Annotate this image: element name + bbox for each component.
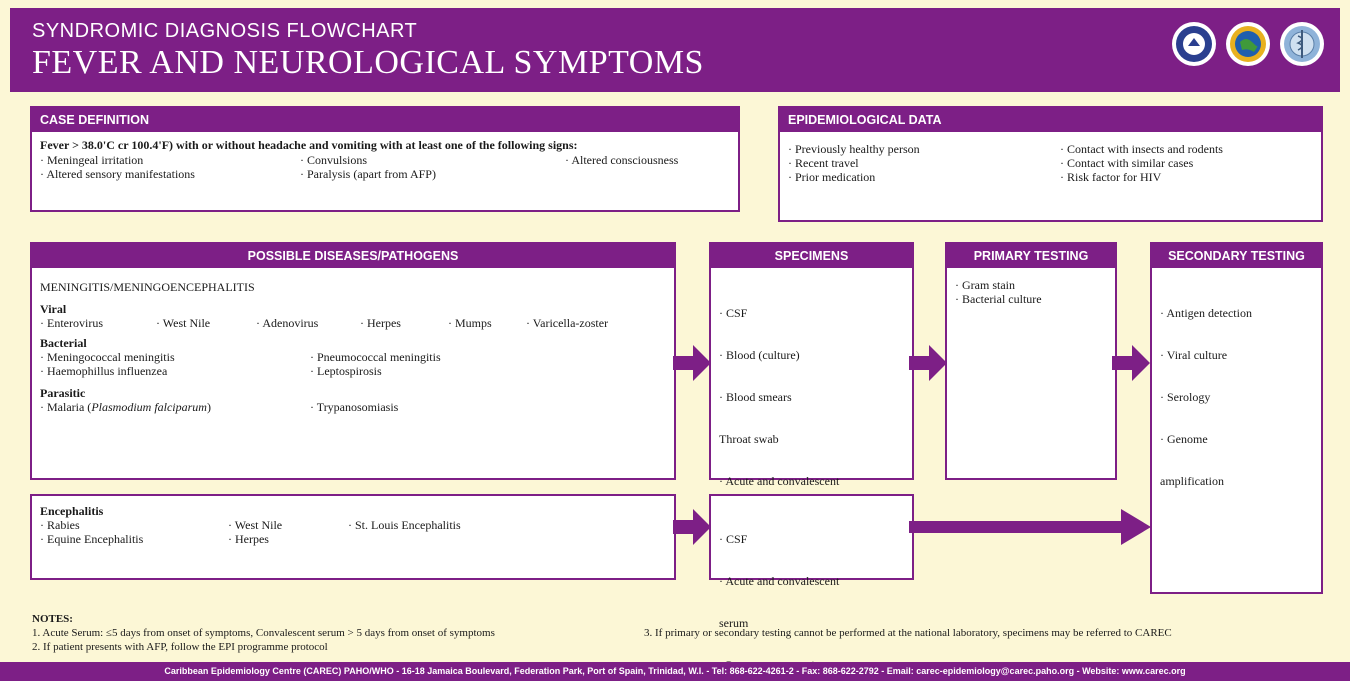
epi-item: · Contact with similar cases (1060, 156, 1194, 170)
encephalitis-box: Encephalitis · Rabies · Equine Encephali… (30, 494, 676, 580)
sign-item: · Convulsions (300, 153, 368, 167)
arrow-primary-to-secondary-icon (1112, 345, 1150, 381)
notes-section: NOTES: 1. Acute Serum: ≤5 days from onse… (32, 612, 1172, 654)
encephalitis-item: · Herpes (228, 532, 269, 546)
specimens-box: SPECIMENS · CSF · Blood (culture) · Bloo… (709, 242, 914, 530)
viral-item: · Herpes (360, 316, 401, 330)
epidemiological-data-heading: EPIDEMIOLOGICAL DATA (780, 108, 1321, 132)
primary-test-item: · Gram stain (955, 278, 1015, 292)
bacterial-item: · Meningococcal meningitis (40, 350, 175, 364)
possible-diseases-box: POSSIBLE DISEASES/PATHOGENS MENINGITIS/M… (30, 242, 676, 480)
parasitic-label: Parasitic (40, 386, 86, 400)
secondary-test-item: · Genome (1160, 432, 1208, 446)
secondary-test-item: · Viral culture (1160, 348, 1228, 362)
encephalitis-col2: · West Nile · Herpes (228, 518, 348, 546)
specimen-item: serum (719, 616, 749, 630)
sign-item: · Altered consciousness (565, 153, 679, 167)
bacterial-item: · Haemophillus influenzea (40, 364, 168, 378)
footer-contact: Caribbean Epidemiology Centre (CAREC) PA… (0, 662, 1350, 681)
specimen-item: · CSF (719, 306, 748, 320)
case-signs-col1: · Meningeal irritation · Altered sensory… (40, 153, 300, 181)
encephalitis-col3: · St. Louis Encephalitis (348, 518, 461, 546)
viral-item: · Varicella-zoster (526, 316, 609, 330)
bacterial-col1: · Meningococcal meningitis · Haemophillu… (40, 350, 310, 378)
meningitis-group-label: MENINGITIS/MENINGOENCEPHALITIS (40, 280, 255, 294)
note-item: 2. If patient presents with AFP, follow … (32, 641, 328, 653)
encephalitis-item: · West Nile (228, 518, 283, 532)
specimen-item: Throat swab (719, 432, 779, 446)
specimen-item: · Blood smears (719, 390, 792, 404)
bacterial-item: · Leptospirosis (310, 364, 382, 378)
sign-item: · Meningeal irritation (40, 153, 144, 167)
arrow-specimens-to-primary-icon (909, 345, 947, 381)
carec-logo-icon (1172, 22, 1216, 66)
epidemiological-data-box: EPIDEMIOLOGICAL DATA · Previously health… (778, 106, 1323, 222)
epi-item: · Contact with insects and rodents (1060, 142, 1223, 156)
paho-globe-icon (1226, 22, 1270, 66)
malaria-prefix: · Malaria ( (40, 400, 92, 414)
epi-item: · Recent travel (788, 156, 859, 170)
page-title: FEVER AND NEUROLOGICAL SYMPTOMS (32, 44, 704, 81)
secondary-test-item: · Serology (1160, 390, 1211, 404)
epi-item: · Previously healthy person (788, 142, 920, 156)
specimen-item: · Acute and convalescent (719, 574, 840, 588)
header-banner: SYNDROMIC DIAGNOSIS FLOWCHART FEVER AND … (10, 8, 1340, 92)
case-definition-lead: Fever > 38.0'C cr 100.4'F) with or witho… (40, 138, 578, 152)
epi-col2: · Contact with insects and rodents · Con… (1060, 142, 1223, 184)
case-definition-heading: CASE DEFINITION (32, 108, 738, 132)
who-emblem-icon (1280, 22, 1324, 66)
malaria-species: Plasmodium falciparum (91, 400, 207, 414)
specimen-item: · CSF (719, 532, 748, 546)
header-subtitle: SYNDROMIC DIAGNOSIS FLOWCHART (32, 20, 418, 42)
encephalitis-item: · Equine Encephalitis (40, 532, 144, 546)
possible-diseases-heading: POSSIBLE DISEASES/PATHOGENS (32, 244, 674, 268)
note-item: 3. If primary or secondary testing canno… (644, 627, 1172, 639)
case-signs-col2: · Convulsions · Paralysis (apart from AF… (300, 153, 565, 181)
trypanosomiasis-item: · Trypanosomiasis (310, 400, 399, 414)
sign-item: · Altered sensory manifestations (40, 167, 195, 181)
viral-item: · West Nile (156, 316, 211, 330)
epi-item: · Risk factor for HIV (1060, 170, 1162, 184)
primary-test-item: · Bacterial culture (955, 292, 1042, 306)
specimen-item: · Acute and convalescent (719, 474, 840, 488)
encephalitis-item: · Rabies (40, 518, 80, 532)
case-signs-col3: · Altered consciousness (565, 153, 678, 181)
malaria-suffix: ) (206, 400, 211, 414)
secondary-testing-heading: SECONDARY TESTING (1152, 244, 1321, 268)
encephalitis-item: · St. Louis Encephalitis (348, 518, 461, 532)
secondary-test-item: · Antigen detection (1160, 306, 1252, 320)
secondary-testing-box: SECONDARY TESTING · Antigen detection · … (1150, 242, 1323, 594)
note-item: 1. Acute Serum: ≤5 days from onset of sy… (32, 627, 495, 639)
arrow-diseases-to-specimens-icon (673, 345, 711, 381)
case-definition-box: CASE DEFINITION Fever > 38.0'C cr 100.4'… (30, 106, 740, 212)
specimens-heading: SPECIMENS (711, 244, 912, 268)
encephalitis-label: Encephalitis (40, 504, 104, 518)
encephalitis-col1: · Rabies · Equine Encephalitis (40, 518, 228, 546)
bacterial-item: · Pneumococcal meningitis (310, 350, 441, 364)
logo-group (1172, 22, 1324, 66)
sign-item: · Paralysis (apart from AFP) (300, 167, 436, 181)
primary-testing-heading: PRIMARY TESTING (947, 244, 1115, 268)
bacterial-col2: · Pneumococcal meningitis · Leptospirosi… (310, 350, 441, 378)
notes-heading: NOTES: (32, 613, 73, 625)
primary-testing-box: PRIMARY TESTING · Gram stain · Bacterial… (945, 242, 1117, 480)
arrow-specimens-to-secondary-icon (909, 509, 1151, 545)
secondary-test-item: amplification (1160, 474, 1224, 488)
epi-item: · Prior medication (788, 170, 876, 184)
encephalitis-specimens-box: · CSF · Acute and convalescent serum · P… (709, 494, 914, 672)
malaria-item: · Malaria (Plasmodium falciparum) (40, 400, 310, 414)
specimen-item: · Blood (culture) (719, 348, 800, 362)
viral-label: Viral (40, 302, 67, 316)
viral-item: · Mumps (448, 316, 492, 330)
bacterial-label: Bacterial (40, 336, 87, 350)
viral-list: · Enterovirus · West Nile · Adenovirus ·… (40, 316, 666, 330)
viral-item: · Adenovirus (256, 316, 319, 330)
viral-item: · Enterovirus (40, 316, 103, 330)
epi-col1: · Previously healthy person · Recent tra… (788, 142, 1060, 184)
arrow-encephalitis-to-specimens-icon (673, 509, 711, 545)
